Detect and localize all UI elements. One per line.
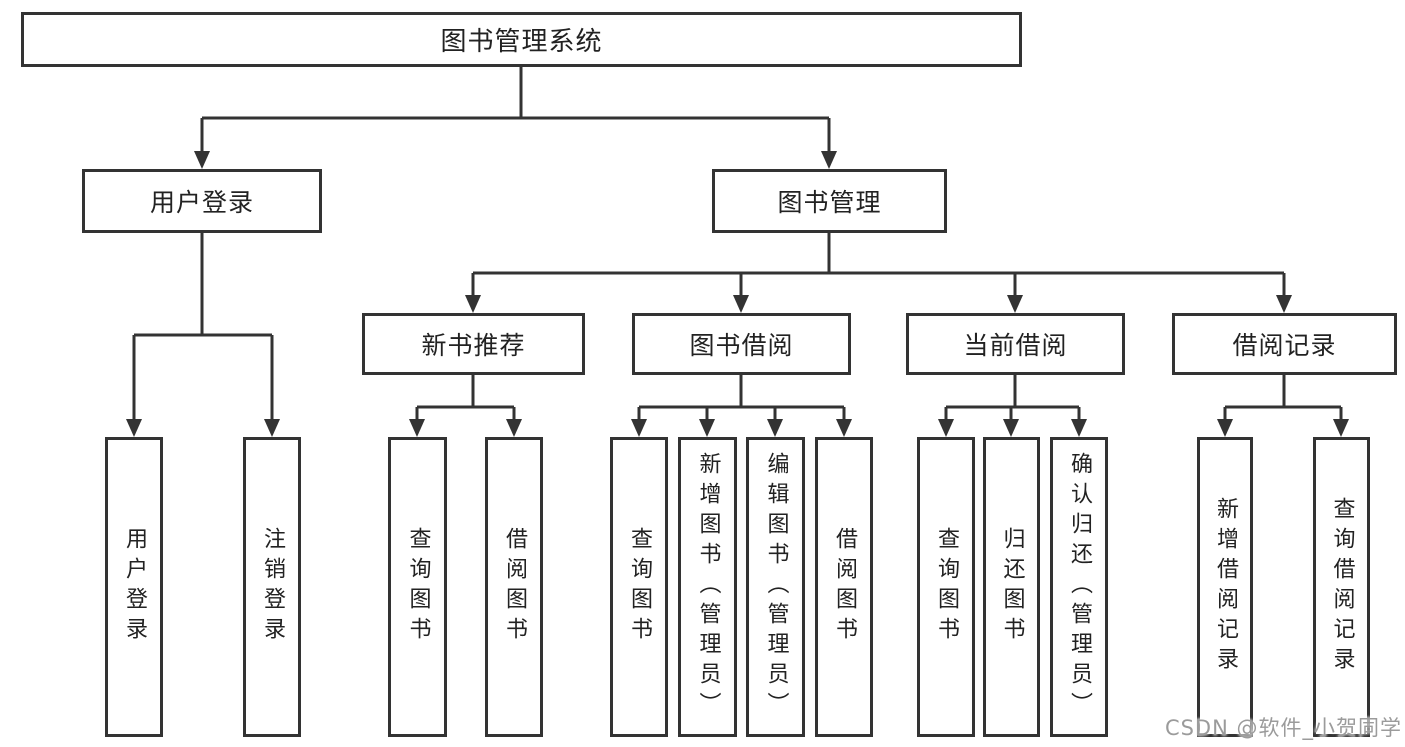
node-label: 图书借阅 <box>689 331 794 360</box>
node-user-login: 用户登录 <box>82 169 322 233</box>
node-label: 确认归还（管理员） <box>1067 452 1092 722</box>
node-label: 注销登录 <box>260 527 285 647</box>
node-label: 归还图书 <box>999 527 1025 647</box>
node-label: 图书管理 <box>777 188 882 217</box>
node-return-books: 归还图书 <box>983 437 1040 737</box>
node-label: 查询图书 <box>627 527 652 647</box>
node-query-books-recommend: 查询图书 <box>388 437 447 737</box>
node-label: 当前借阅 <box>963 331 1068 360</box>
node-borrow-books-recommend: 借阅图书 <box>485 437 543 737</box>
node-label: 查询借阅记录 <box>1329 497 1355 677</box>
node-label: 借阅图书 <box>502 527 527 647</box>
node-new-book-recommendation: 新书推荐 <box>362 313 585 375</box>
node-query-borrow-record: 查询借阅记录 <box>1313 437 1370 737</box>
arrowheads <box>126 151 1349 437</box>
node-label: 查询图书 <box>405 527 431 647</box>
node-edit-books-admin: 编辑图书（管理员） <box>746 437 805 737</box>
node-label: 借阅记录 <box>1232 331 1337 360</box>
node-add-borrow-record: 新增借阅记录 <box>1197 437 1253 737</box>
node-query-books-current: 查询图书 <box>917 437 975 737</box>
node-current-borrowing: 当前借阅 <box>906 313 1125 375</box>
node-book-borrowing: 图书借阅 <box>632 313 851 375</box>
node-book-management: 图书管理 <box>712 169 947 233</box>
node-label: 新增图书（管理员） <box>695 452 721 722</box>
node-label: 新书推荐 <box>421 331 526 360</box>
node-logout: 注销登录 <box>243 437 301 737</box>
watermark-text: CSDN @软件_小贺同学 <box>1164 716 1402 740</box>
tree-edges <box>132 67 1343 421</box>
node-label: 用户登录 <box>122 527 147 647</box>
node-label: 借阅图书 <box>832 527 857 647</box>
node-label: 用户登录 <box>149 188 254 217</box>
node-label: 新增借阅记录 <box>1213 497 1238 677</box>
node-borrowing-records: 借阅记录 <box>1172 313 1397 375</box>
node-confirm-return-admin: 确认归还（管理员） <box>1050 437 1108 737</box>
node-label: 查询图书 <box>934 527 959 647</box>
node-add-books-admin: 新增图书（管理员） <box>678 437 737 737</box>
node-label: 图书管理系统 <box>440 27 603 57</box>
node-query-books-borrowing: 查询图书 <box>610 437 668 737</box>
node-borrow-books-borrowing: 借阅图书 <box>815 437 873 737</box>
node-label: 编辑图书（管理员） <box>763 452 789 722</box>
node-user-login-leaf: 用户登录 <box>105 437 163 737</box>
node-library-management-system: 图书管理系统 <box>21 12 1022 67</box>
